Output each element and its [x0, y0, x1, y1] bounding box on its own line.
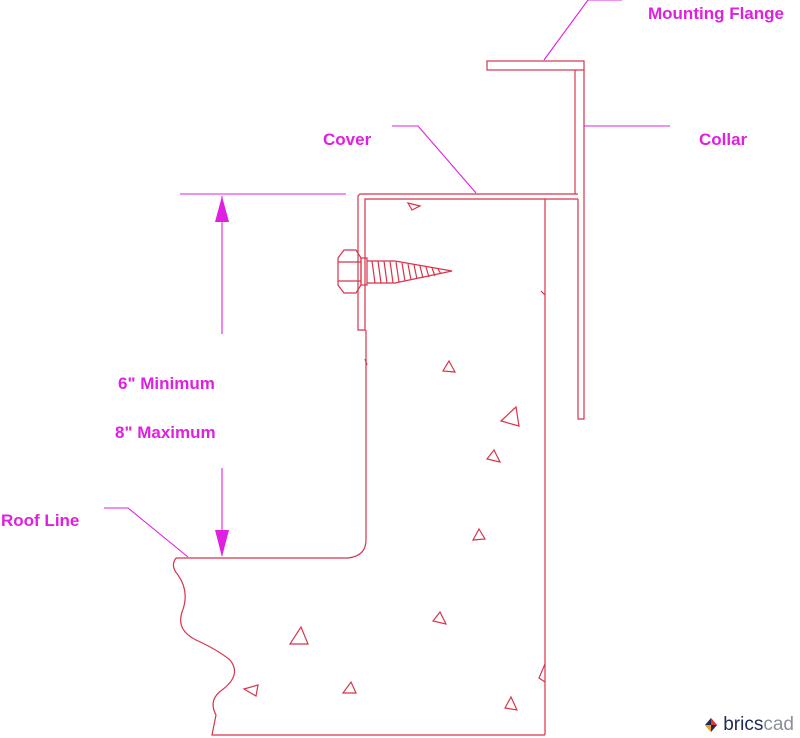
mounting-flange-label: Mounting Flange — [648, 4, 784, 23]
curb-inner-wall — [176, 330, 367, 559]
roof-line-leader — [104, 507, 189, 558]
mounting-flange-leader — [543, 0, 622, 61]
bolt-fastener — [337, 249, 453, 294]
maximum-height-label: 8" Maximum — [115, 423, 216, 442]
dimension-arrow-up — [215, 196, 229, 222]
roof-break-line — [172, 557, 545, 736]
aggregate-marks — [242, 202, 546, 711]
brand-name-part2: cad — [763, 714, 794, 735]
cover-leader — [392, 125, 477, 194]
collar-label: Collar — [699, 130, 748, 149]
bricscad-logo-icon — [705, 717, 718, 732]
mounting-flange-plate — [486, 60, 585, 71]
dimension-arrow-down — [215, 530, 229, 557]
brand-name-part1: brics — [723, 714, 764, 735]
roof-line-label: Roof Line — [1, 511, 80, 530]
cover-outline — [357, 193, 578, 331]
minimum-height-label: 6" Minimum — [118, 374, 215, 393]
bricscad-logo: bricscad — [703, 715, 794, 734]
collar-lower — [577, 70, 585, 420]
cover-label: Cover — [323, 130, 372, 149]
